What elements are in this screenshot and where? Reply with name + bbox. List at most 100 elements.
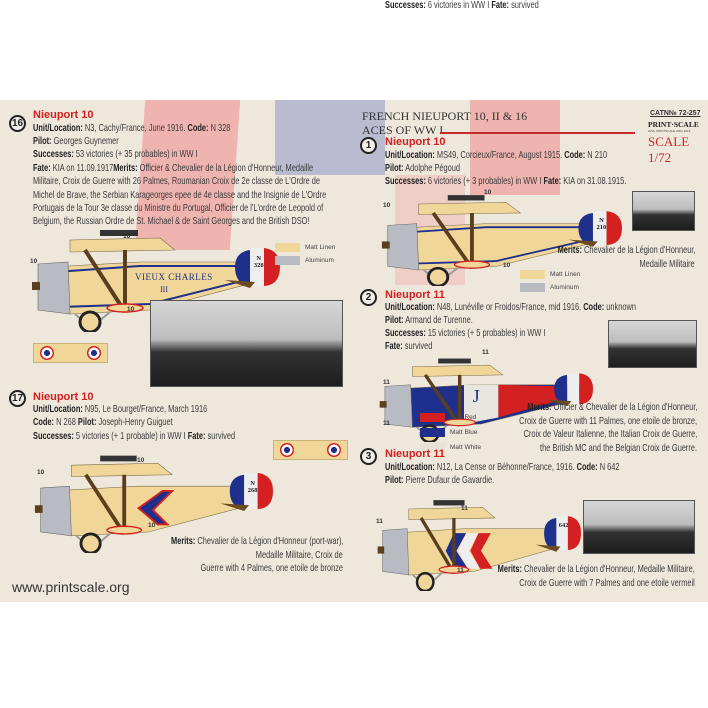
- field-value: Croix de Valeur Italienne, the Italian C…: [523, 429, 697, 440]
- propeller-hub: [379, 401, 387, 408]
- color-swatch-label: Matt Blue: [450, 429, 478, 436]
- rudder: [544, 517, 557, 551]
- field-value: unknown: [604, 302, 636, 313]
- unit-location: Unit/Location: MS49, Corcieux/France, Au…: [385, 150, 607, 161]
- chevron-white: [458, 533, 481, 569]
- rudder-white: [250, 248, 264, 286]
- pilot: Pilot: Armand de Turenne.: [385, 315, 473, 326]
- field-value: Croix de Guerre with 11 Palmes, one etoi…: [519, 415, 697, 427]
- rudder: [578, 212, 593, 246]
- sheet-subtitle: ACES OF WW I: [362, 123, 444, 137]
- decal-callout: 10: [383, 202, 391, 209]
- machine-gun: [438, 358, 471, 364]
- color-swatch: [520, 270, 545, 279]
- field-value: survived: [205, 431, 236, 442]
- lower-wing-roundel: [106, 525, 143, 535]
- field-label: Code:: [581, 302, 605, 313]
- merits-line: Merits: Chevalier de la Légion d'Honneur…: [171, 536, 343, 547]
- cowling: [37, 261, 71, 315]
- field-value: survived: [509, 0, 539, 11]
- rudder-white: [592, 211, 607, 246]
- field-value: N 210: [585, 150, 608, 161]
- field-value: Medaille Militaire: [639, 258, 695, 270]
- field-value: KIA on 11.09.1917: [50, 163, 114, 174]
- aircraft-type: Nieuport 10: [33, 391, 94, 403]
- tailplane: [545, 399, 572, 406]
- machine-gun: [447, 195, 485, 201]
- rudder-code: N 268: [247, 479, 258, 494]
- rudder-red: [567, 516, 581, 551]
- decal-callout: 10: [503, 262, 511, 269]
- field-label: Code:: [33, 417, 55, 428]
- color-swatch: [520, 283, 545, 292]
- color-swatch-label: Aluminum: [550, 284, 579, 291]
- field-label: Unit/Location:: [33, 123, 83, 134]
- decal-callout: 10: [484, 189, 492, 196]
- field-label: Fate:: [541, 176, 562, 187]
- field-value: Portugais de la Tour 3e classe du Minist…: [33, 202, 324, 214]
- field-value: N48, Lunéville or Froidos/France, mid 19…: [434, 302, 582, 313]
- successes: Successes: 53 victories (+ 35 probables)…: [33, 149, 198, 160]
- upper-wing: [418, 201, 522, 215]
- lower-wing-roundel: [443, 418, 476, 427]
- upper-wing: [69, 237, 176, 253]
- field-label: Successes:: [33, 431, 74, 442]
- successes-fate: Successes: 6 victories (+ 3 probables) i…: [385, 176, 626, 187]
- field-label: Unit/Location:: [385, 302, 435, 313]
- decal-callout: 11: [383, 420, 390, 427]
- successes-fate: Successes: 6 victories in WW I Fate: sur…: [385, 0, 539, 11]
- rudder: [235, 250, 250, 286]
- color-swatch-label: Matt Linen: [305, 244, 336, 251]
- cowling: [384, 384, 413, 428]
- wheel: [79, 532, 102, 555]
- color-swatch-label: Aluminum: [305, 257, 334, 264]
- cowling: [382, 528, 410, 576]
- field-value: Pierre Dufaur de Gavardie.: [403, 475, 495, 486]
- rudder-red: [264, 248, 280, 286]
- propeller-hub: [381, 241, 390, 249]
- field-value: Officier & Chevalier de la Légion d'Honn…: [551, 402, 697, 413]
- title-rule: [440, 132, 635, 134]
- field-label: Pilot:: [385, 163, 404, 174]
- merits-line: Medaille Militaire, Croix de: [256, 550, 343, 561]
- color-swatch: [420, 413, 445, 422]
- field-label: Code:: [562, 150, 586, 161]
- field-value: Guerre with 4 Palmes, one etoile de bron…: [200, 563, 343, 574]
- field-label: Successes:: [385, 176, 426, 187]
- tailplane: [220, 503, 249, 511]
- decal-callout: 10: [37, 469, 45, 476]
- code-pilot: Code: N 268 Pilot: Joseph-Henry Guiguet: [33, 417, 173, 428]
- field-label: Merits:: [113, 163, 138, 174]
- merits-line: Croix de Valeur Italienne, the Italian C…: [523, 429, 697, 440]
- brand-sub: AVIA, PRINTSCALE.ORG 2016: [648, 129, 691, 133]
- field-value: N 642: [597, 462, 620, 473]
- merits-line: Merits: Officier & Chevalier de la Légio…: [527, 402, 697, 413]
- merits-line: Portugais de la Tour 3e classe du Minist…: [33, 203, 323, 214]
- field-value: N 268: [54, 417, 76, 428]
- aircraft-profile: [33, 448, 273, 555]
- field-value: N12, La Cense or Béhonne/France, 1916.: [434, 462, 575, 473]
- field-value: Belgium, the Russian Ordre de St. Michae…: [33, 216, 310, 228]
- merits-line: the British MC and the Belgian Croix de …: [540, 443, 697, 454]
- aircraft-profile: [380, 188, 622, 288]
- color-swatch: [275, 243, 300, 252]
- field-value: Militaire, Croix de Guerre with 26 Palme…: [33, 176, 320, 188]
- merits-line: Belgium, the Russian Ordre de St. Michae…: [33, 216, 310, 227]
- field-label: Pilot:: [75, 417, 97, 428]
- field-label: Merits:: [170, 536, 195, 547]
- field-value: N3, Cachy/France, June 1916.: [82, 123, 186, 134]
- aircraft-profile: [376, 493, 581, 593]
- cowling: [387, 223, 420, 271]
- successes-fate: Successes: 5 victories (+ 1 probable) in…: [33, 431, 235, 442]
- field-label: Merits:: [526, 402, 552, 413]
- color-swatch: [420, 443, 445, 452]
- field-value: Michel de Brave, the Serbian Karageorges…: [33, 189, 327, 201]
- wheel: [78, 310, 102, 334]
- field-label: Successes:: [33, 149, 74, 160]
- website-link[interactable]: www.printscale.org: [12, 579, 130, 595]
- historical-photo: [150, 300, 343, 387]
- successes: Successes: 15 victories (+ 5 probables) …: [385, 328, 546, 339]
- machine-gun: [433, 500, 465, 506]
- decal-callout: 11: [376, 518, 383, 525]
- decal-callout: 10: [127, 306, 135, 313]
